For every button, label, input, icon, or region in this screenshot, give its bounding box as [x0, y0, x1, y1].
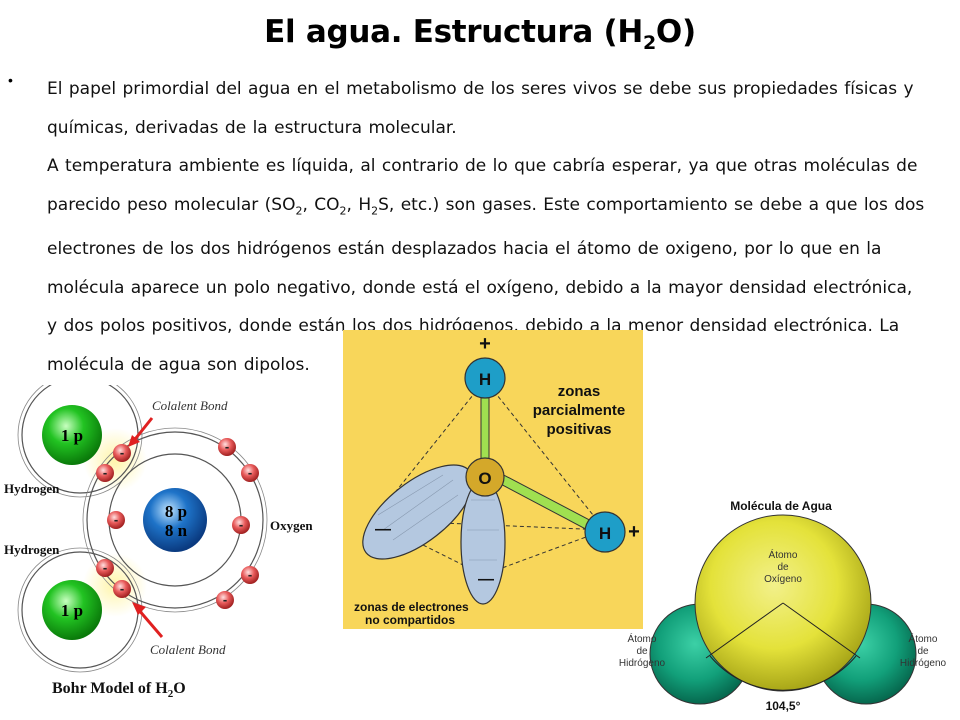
oxygen-label: Oxygen	[270, 518, 313, 533]
paragraph-2-part-1: A temperatura ambiente es líquida, al co…	[47, 156, 918, 215]
electron-sign: -	[103, 560, 107, 575]
hydrogen-bottom-nucleus-label: 1 p	[61, 601, 83, 620]
electron-sign: -	[120, 581, 124, 596]
hydrogen-atom-right	[584, 511, 626, 553]
electron-sign: -	[103, 465, 107, 480]
electron-sign: -	[239, 517, 243, 532]
water-molecule-figure: Molécula de Agua Átomo de Oxígeno Átomo …	[619, 499, 947, 713]
zone-positive-label-2: parcialmente	[533, 402, 626, 419]
bohr-caption-end: O	[173, 680, 185, 697]
title-text-end: O)	[655, 14, 696, 50]
hydrogen-atom-right-label: H	[599, 524, 611, 543]
zone-electrons-label-2: no compartidos	[365, 613, 455, 627]
bullet-marker: •	[8, 72, 13, 88]
oxygen-nucleus-neutrons: 8 n	[165, 521, 188, 540]
bond-arrow-bottom-head	[132, 602, 146, 615]
hydrogen-top-nucleus-label: 1 p	[61, 426, 83, 445]
electron	[241, 566, 259, 584]
electron-sign: -	[248, 465, 252, 480]
electron	[113, 444, 131, 462]
electron	[216, 591, 234, 609]
paragraph-2-part-4: S, etc.) son gases. Este comportamiento …	[47, 194, 925, 375]
zone-positive-label-3: positivas	[546, 421, 611, 438]
hydrogen-label-top: Hydrogen	[4, 481, 60, 496]
hydrogen-atom-top-label: H	[479, 370, 491, 389]
oxygen-atom-label: O	[478, 469, 491, 488]
hydrogen-label-bottom: Hydrogen	[4, 542, 60, 557]
plus-sign-right: +	[628, 521, 640, 543]
subscript: 2	[295, 203, 303, 217]
electron	[96, 464, 114, 482]
hydrogen-right-label-3: Hidrógeno	[900, 658, 947, 669]
hydrogen-left-label-1: Átomo	[628, 632, 657, 645]
oxygen-label-1: Átomo	[769, 548, 798, 561]
hydrogen-left-label-3: Hidrógeno	[619, 658, 666, 669]
paragraph-1: El papel primordial del agua en el metab…	[47, 79, 914, 138]
bond-o-h-top	[480, 391, 490, 465]
electron-sign: -	[248, 567, 252, 582]
bond-arrow-bottom	[136, 608, 164, 638]
electron	[241, 464, 259, 482]
paragraph-2-part-2: , CO	[302, 194, 340, 215]
paragraph-2: A temperatura ambiente es líquida, al co…	[47, 147, 927, 384]
electron-sign: -	[225, 439, 229, 454]
oxygen-nucleus-protons: 8 p	[165, 502, 187, 521]
bond-angle-label: 104,5°	[766, 699, 801, 713]
lobe-hatching	[377, 474, 499, 561]
tetrahedral-figure: O H H + + — — zonas parcialmente positiv…	[343, 330, 643, 629]
electron-sign: -	[114, 512, 118, 527]
minus-sign-left: —	[375, 521, 391, 538]
bohr-caption-sub: 2	[168, 688, 174, 700]
electron	[218, 438, 236, 456]
bohr-caption-text: Bohr Model of H	[52, 680, 168, 697]
oxygen-outer-orbit	[86, 431, 264, 609]
bohr-model-figure: 1 p 1 p 8 p 8 n - - - - - - - - - - Cola…	[4, 385, 313, 700]
electron	[113, 580, 131, 598]
bond-arrow-top-head	[128, 435, 140, 447]
hydrogen-top-nucleus	[42, 405, 102, 465]
oxygen-atom	[465, 457, 505, 497]
zone-positive-label-1: zonas	[558, 383, 601, 400]
oxygen-outer-orbit-2	[82, 427, 268, 613]
electron	[232, 516, 250, 534]
electron-sign: -	[120, 445, 124, 460]
paragraph-2-part-3: , H	[346, 194, 372, 215]
title-text: El agua. Estructura (H	[264, 14, 643, 50]
subscript: 2	[339, 203, 347, 217]
molecule-title: Molécula de Agua	[730, 499, 832, 513]
covalent-bond-label-bottom: Colalent Bond	[150, 642, 226, 657]
oxygen-nucleus	[143, 488, 207, 552]
electron	[96, 559, 114, 577]
electron	[107, 511, 125, 529]
electrons: - - - - - - - - - -	[96, 438, 259, 609]
bond-angle-lines	[705, 602, 861, 691]
hydrogen-bottom-nucleus	[42, 580, 102, 640]
electron-sign: -	[223, 592, 227, 607]
hydrogen-left-label-2: de	[636, 646, 648, 657]
bohr-caption: Bohr Model of H2O	[52, 680, 186, 700]
oxygen-label-3: Oxígeno	[764, 574, 802, 585]
oxygen-label-2: de	[777, 562, 789, 573]
hydrogen-right-label-1: Átomo	[909, 632, 938, 645]
hydrogen-right-label-2: de	[917, 646, 929, 657]
covalent-bond-label-top: Colalent Bond	[152, 398, 228, 413]
body-text: El papel primordial del agua en el metab…	[47, 70, 927, 384]
title-subscript: 2	[643, 32, 656, 55]
subscript: 2	[371, 203, 379, 217]
hydrogen-atom-top	[464, 357, 506, 399]
hydrogen-top-orbit-outer	[17, 385, 143, 498]
zone-electrons-label-1: zonas de electrones	[354, 600, 469, 614]
plus-sign-top: +	[479, 333, 491, 355]
minus-sign-bottom: —	[478, 571, 494, 588]
page-title: El agua. Estructura (H2O)	[0, 14, 960, 54]
